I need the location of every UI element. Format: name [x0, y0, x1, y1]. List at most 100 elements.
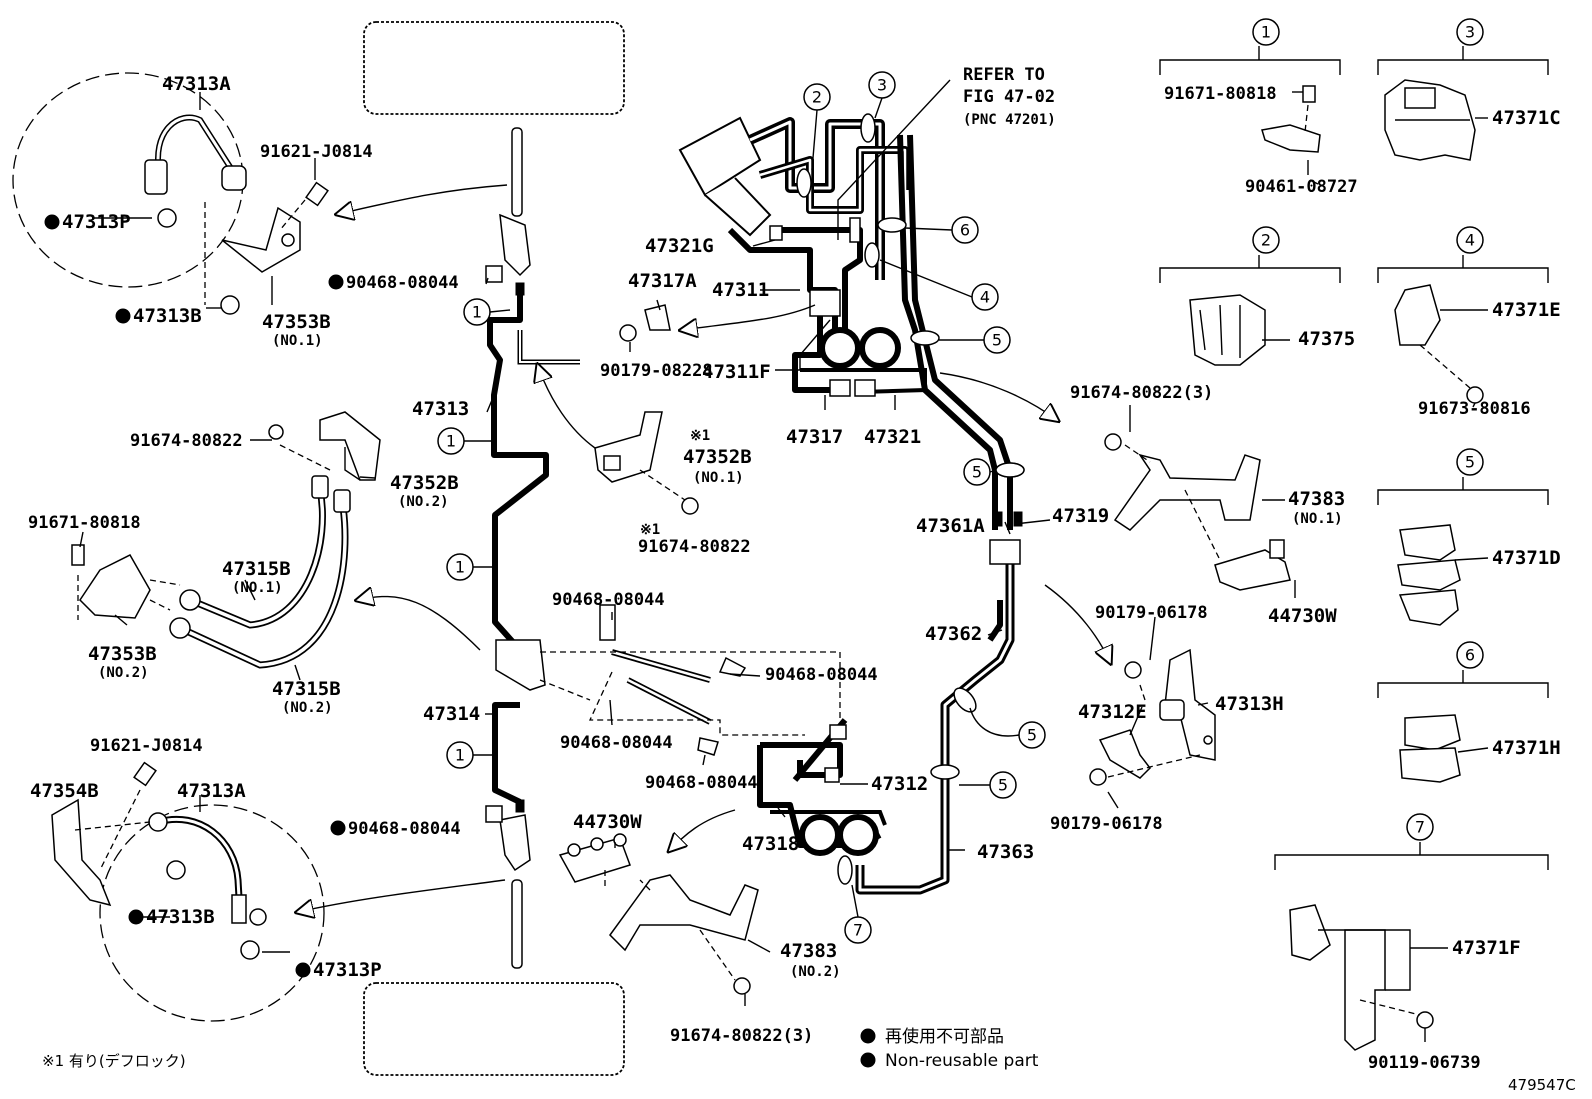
mark-1b: ※1 [640, 522, 660, 538]
nonreusable-dot [330, 820, 346, 836]
label-47321: 47321 [864, 426, 921, 448]
svg-text:6: 6 [960, 221, 970, 240]
nonreusable-dot [128, 909, 144, 925]
legend-jp: 再使用不可部品 [885, 1026, 1004, 1047]
svg-text:1: 1 [446, 432, 456, 451]
label-47311: 47311 [712, 279, 769, 301]
kit-6-parts [1399, 714, 1461, 783]
svg-text:2: 2 [812, 88, 822, 107]
legend: 再使用不可部品 Non-reusable part ※1 有り(デフロック) 4… [42, 1026, 1576, 1094]
label-47313: 47313 [412, 398, 469, 420]
hose-detail-middle [71, 411, 381, 669]
label-90179-06178-b: 90179-06178 [1050, 814, 1163, 834]
label-47312E: 47312E [1078, 701, 1147, 723]
callout-2-main: 2 [803, 83, 831, 111]
callout-1-a: 1 [463, 298, 491, 326]
label-47318: 47318 [742, 833, 799, 855]
svg-text:7: 7 [853, 921, 863, 940]
hose-detail-top [12, 72, 329, 315]
callout-4-kit: 4 [1456, 226, 1484, 254]
label-91621-bottom: 91621-J0814 [90, 736, 203, 756]
callout-1-d: 1 [446, 741, 474, 769]
figure-id: 479547C [1508, 1076, 1576, 1094]
kit7-label-a: 47371F [1452, 937, 1521, 959]
label-47313A-bottom: 47313A [177, 780, 246, 802]
legend-dot-jp [860, 1028, 876, 1044]
legend-en: Non-reusable part [885, 1051, 1039, 1071]
callout-6-main: 6 [951, 216, 979, 244]
svg-text:3: 3 [877, 76, 887, 95]
label-90468-b: 90468-08044 [348, 819, 461, 839]
callout-4-main: 4 [971, 283, 999, 311]
callout-7-kit: 7 [1406, 813, 1434, 841]
kit-3-parts [1384, 79, 1476, 161]
callout-3-main: 3 [868, 71, 896, 99]
blank-box-bottom [363, 982, 625, 1076]
label-47317: 47317 [786, 426, 843, 448]
svg-text:5: 5 [992, 331, 1002, 350]
callout-2-kit: 2 [1252, 226, 1280, 254]
kit6-label: 47371H [1492, 737, 1561, 759]
svg-text:4: 4 [1465, 231, 1475, 250]
nonreusable-dot [328, 274, 344, 290]
label-47311F: 47311F [702, 361, 771, 383]
label-47361A: 47361A [916, 515, 985, 537]
label-47313H: 47313H [1215, 693, 1284, 715]
kit4-label-b: 91673-80816 [1418, 399, 1531, 419]
svg-text:1: 1 [455, 558, 465, 577]
callout-1-c: 1 [446, 553, 474, 581]
callout-6-kit: 6 [1456, 641, 1484, 669]
callout-1-b: 1 [437, 427, 465, 455]
callout-5-c: 5 [1018, 721, 1046, 749]
svg-text:7: 7 [1415, 818, 1425, 837]
callout-7-main: 7 [844, 916, 872, 944]
nonreusable-dot [115, 308, 131, 324]
label-47352B-middle-sub: (NO.1) [693, 470, 744, 486]
label-90468-c: 90468-08044 [552, 590, 665, 610]
refer-line3: (PNC 47201) [963, 112, 1056, 128]
kit2-label: 47375 [1298, 328, 1355, 350]
label-47315B-1-sub: (NO.1) [232, 580, 283, 596]
kit-7-parts [1289, 904, 1434, 1051]
nonreusable-dot [44, 214, 60, 230]
svg-text:2: 2 [1261, 231, 1271, 250]
kit4-label-a: 47371E [1492, 299, 1561, 321]
callout-1-kit: 1 [1252, 18, 1280, 46]
label-47312: 47312 [871, 773, 928, 795]
kit-4-parts [1394, 284, 1484, 404]
label-90468-f: 90468-08044 [645, 773, 758, 793]
label-91671-left: 91671-80818 [28, 513, 141, 533]
kit-1-parts [1261, 85, 1321, 175]
label-47313A-top: 47313A [162, 73, 231, 95]
label-47314: 47314 [423, 703, 480, 725]
refer-line1: REFER TO [963, 65, 1045, 85]
label-47383-right-sub: (NO.1) [1292, 511, 1343, 527]
labels: 47313A 91621-J0814 47313P 47313B 47353B … [28, 65, 1561, 1073]
refer-line2: FIG 47-02 [963, 87, 1055, 107]
callout-3-kit: 3 [1456, 18, 1484, 46]
label-47313B-top: 47313B [133, 305, 202, 327]
mark-1: ※1 [690, 428, 710, 444]
center-master-tubes [678, 113, 1025, 530]
kit1-label-a: 91671-80818 [1164, 84, 1277, 104]
label-47353B-top-sub: (NO.1) [272, 333, 323, 349]
label-91674-right-3: 91674-80822(3) [1070, 383, 1213, 403]
svg-text:6: 6 [1465, 646, 1475, 665]
svg-text:4: 4 [980, 288, 990, 307]
label-47352B-left-sub: (NO.2) [398, 494, 449, 510]
label-47317A: 47317A [628, 270, 697, 292]
label-47354B: 47354B [30, 780, 99, 802]
label-47353B-2-sub: (NO.2) [98, 665, 149, 681]
left-tube-assembly [485, 127, 549, 969]
label-47315B-1: 47315B [222, 558, 291, 580]
label-47353B-2: 47353B [88, 643, 157, 665]
kit3-label: 47371C [1492, 107, 1561, 129]
label-44730W-middle: 44730W [573, 811, 642, 833]
label-47362: 47362 [925, 623, 982, 645]
label-47315B-2-sub: (NO.2) [282, 700, 333, 716]
legend-dot-en [860, 1052, 876, 1068]
label-91674-middle: 91674-80822 [638, 537, 751, 557]
svg-text:1: 1 [472, 303, 482, 322]
svg-text:3: 3 [1465, 23, 1475, 42]
